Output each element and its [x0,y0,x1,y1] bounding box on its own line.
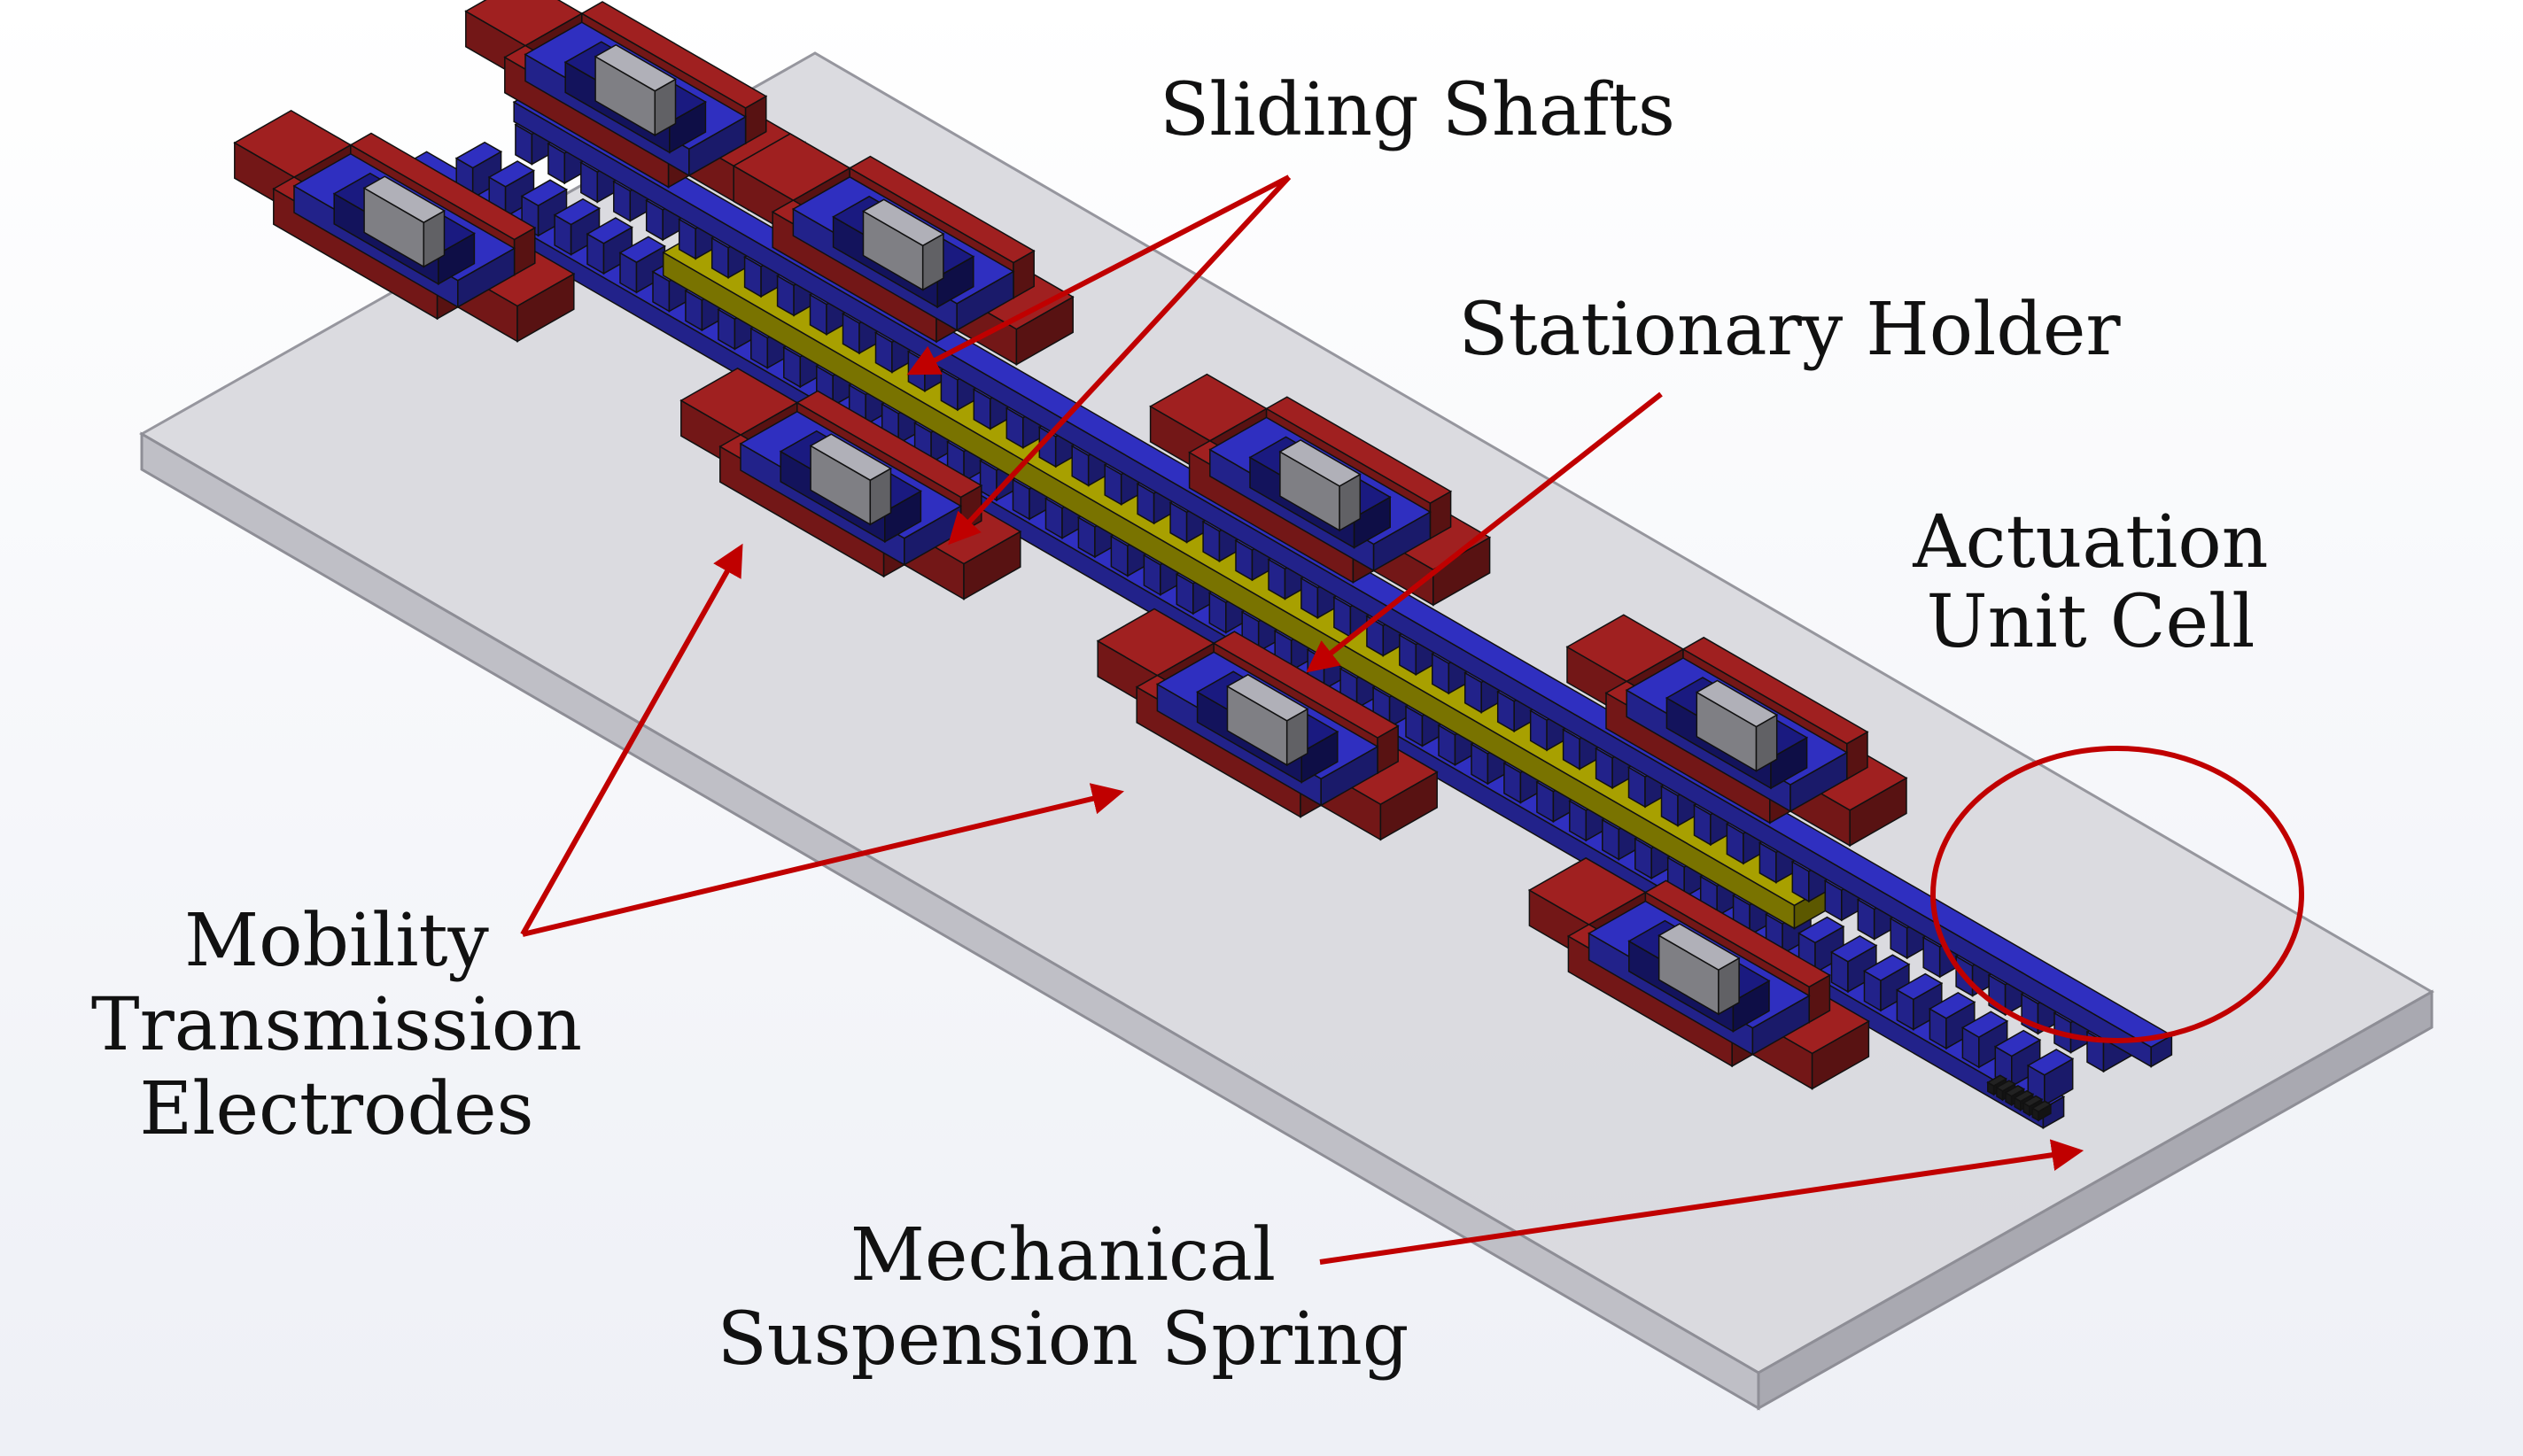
lower-shaft-teeth-tooth-top [520,179,569,206]
label-actuation-line1: Actuation [1912,500,2268,585]
lower-shaft-teeth-tooth-top [1960,1011,2009,1038]
lower-shaft-teeth-tooth-top [618,236,666,264]
lower-shaft-teeth-tooth-top [1862,954,1911,981]
lower-shaft-teeth-tooth-top [2026,1049,2075,1076]
actuation-unit-cell-8-electrode-back-top [1643,879,1831,988]
actuation-unit-cell-1-electrode-back-top [580,1,768,109]
actuation-unit-cell-1-pad-top [594,43,678,92]
lower-shaft-teeth-tooth-top [1993,1029,2042,1057]
lower-shaft-teeth-tooth-top [1928,992,1976,1019]
labels: Sliding Shafts Stationary Holder Actuati… [91,68,2269,1382]
actuation-unit-cell-3-electrode-back-top [1265,396,1453,504]
actuation-unit-cell-2-electrode-back-top [848,155,1036,264]
lower-shaft-teeth-tooth-top [1895,972,1944,1001]
actuator-structure [233,0,2173,1129]
spring-coil-icon-top [1986,1074,2008,1087]
arrow-sliding-shafts-1 [906,174,1291,376]
actuation-unit-cell-5-pad-top [362,175,446,224]
actuation-unit-cell-4-pad-top [1695,679,1779,728]
lower-shaft-teeth-tooth-top [586,217,633,244]
arrow-mobility-1 [520,543,743,936]
lower-shaft-teeth-tooth-top [1797,916,1845,944]
spring-coil-icon-top [2022,1095,2044,1108]
actuation-unit-cell-2-pad-top [861,198,945,247]
spring-coil-icon-top [1995,1080,2017,1092]
annotation-arrows [520,174,2304,1265]
label-stationary-holder: Stationary Holder [1458,288,2121,372]
spring-coil-icon-top [2030,1100,2053,1112]
label-mobility-line2: Transmission [91,983,582,1067]
arrow-mobility-2 [522,783,1125,937]
arrow-stationary-holder [1306,391,1663,673]
spring-coil-icon-top [2004,1085,2026,1097]
label-mobility-line1: Mobility [184,899,489,983]
label-mobility-line3: Electrodes [139,1067,533,1151]
actuation-unit-cell-7-electrode-back-top [1212,631,1400,739]
arrow-sliding-shafts-2 [948,174,1292,546]
label-spring-line1: Mechanical [850,1213,1276,1297]
actuation-unit-cell-circle [1930,746,2304,1043]
actuation-unit-cell-8-pad-top [1657,923,1741,971]
spring-coil-icon-top [2013,1089,2035,1103]
lower-shaft-teeth-tooth-top [487,160,536,188]
label-sliding-shafts: Sliding Shafts [1160,68,1675,152]
label-spring-line2: Suspension Spring [718,1297,1409,1382]
label-actuation-line2: Unit Cell [1927,580,2255,664]
actuation-unit-cell-4-electrode-back-top [1681,636,1869,745]
actuation-unit-cell-6-electrode-back-top [796,390,983,499]
actuation-unit-cell-5-electrode-back-top [349,132,537,241]
actuation-unit-cell-6-pad-top [809,433,893,482]
lower-shaft-teeth-tooth-top [454,141,503,169]
lower-shaft-teeth-tooth-top [1829,935,1878,963]
actuation-unit-cell-7-pad-top [1225,673,1309,722]
arrow-suspension-spring [1319,1139,2084,1265]
actuation-unit-cell-3-pad-top [1278,439,1362,487]
lower-shaft-teeth-tooth-top [553,197,602,226]
